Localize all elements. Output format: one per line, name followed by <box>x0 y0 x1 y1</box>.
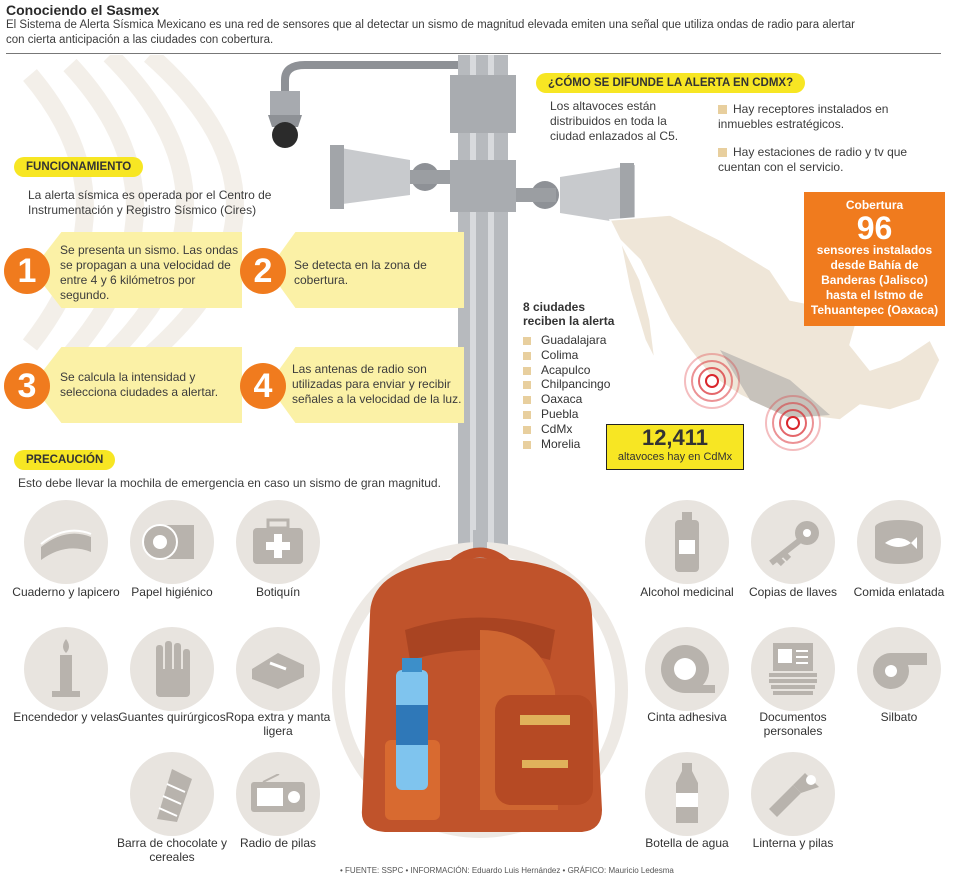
radio-waves-decoration <box>22 55 244 355</box>
bullet-square-icon <box>718 105 727 115</box>
item-label: Copias de llaves <box>748 585 838 599</box>
step-1-number: 1 <box>4 248 50 294</box>
cobertura-label: Cobertura <box>845 198 904 212</box>
item-label: Cuaderno y lapicero <box>12 585 120 599</box>
intro-text: El Sistema de Alerta Sísmica Mexicano es… <box>6 19 855 46</box>
difusion-bullet-1: Hay receptores instalados en inmuebles e… <box>718 102 889 131</box>
item-label: Guantes quirúrgicos <box>118 710 226 724</box>
difusion-main-text: Los altavoces están distribuidos en toda… <box>550 99 679 143</box>
step-2-number: 2 <box>240 248 286 294</box>
key-icon <box>751 500 835 584</box>
item-label: Ropa extra y manta ligera <box>225 710 331 738</box>
difusion-bullet-2: Hay estaciones de radio y tv que cuentan… <box>718 145 908 174</box>
first-aid-kit-icon <box>236 500 320 584</box>
step-3-text: Se calcula la intensidad y selecciona ci… <box>60 370 219 399</box>
cobertura-box: Cobertura 96 sensores instalados desde B… <box>804 192 945 326</box>
canned-food-icon <box>857 500 941 584</box>
flashlight-icon <box>751 752 835 836</box>
item-label: Barra de chocolate y cereales <box>116 836 228 864</box>
candle-icon <box>24 627 108 711</box>
chocolate-bar-icon <box>130 752 214 836</box>
radio-icon <box>236 752 320 836</box>
city-item: Morelia <box>523 437 610 452</box>
speaker-right-icon <box>516 163 635 227</box>
footer-credits: • FUENTE: SSPC • INFORMACIÓN: Eduardo Lu… <box>340 866 674 875</box>
item-label: Botella de agua <box>645 836 729 850</box>
speaker-left-icon <box>330 145 450 209</box>
altavoces-box: 12,411 altavoces hay en CdMx <box>606 424 744 470</box>
item-label: Documentos personales <box>759 710 827 738</box>
header-divider <box>6 53 941 54</box>
clothes-icon <box>236 627 320 711</box>
toilet-paper-icon <box>130 500 214 584</box>
whistle-icon <box>857 627 941 711</box>
water-bottle-in-backpack-icon <box>396 658 428 790</box>
alert-ring-south <box>765 395 821 451</box>
item-label: Alcohol medicinal <box>640 585 734 599</box>
item-label: Papel higiénico <box>131 585 213 599</box>
funcionamiento-description: La alerta sísmica es operada por el Cent… <box>28 188 272 217</box>
city-item: CdMx <box>523 422 610 437</box>
item-label: Linterna y pilas <box>752 836 834 850</box>
alert-pole-illustration <box>268 55 635 615</box>
step-1-text: Se presenta un sismo. Las ondas se propa… <box>60 243 239 302</box>
altavoces-number: 12,411 <box>641 425 709 450</box>
city-item: Acapulco <box>523 363 610 378</box>
tape-icon <box>645 627 729 711</box>
step-4-text: Las antenas de radio son utilizadas para… <box>292 362 462 406</box>
coverage-zone <box>720 350 830 418</box>
documents-icon <box>751 627 835 711</box>
city-item: Guadalajara <box>523 333 610 348</box>
item-label: Radio de pilas <box>239 836 317 850</box>
step-3-number: 3 <box>4 363 50 409</box>
ciudades-list: Guadalajara Colima Acapulco Chilpancingo… <box>523 333 610 451</box>
item-label: Silbato <box>880 710 918 724</box>
item-label: Cinta adhesiva <box>647 710 727 724</box>
city-item: Puebla <box>523 407 610 422</box>
city-item: Oaxaca <box>523 392 610 407</box>
alcohol-bottle-icon <box>645 500 729 584</box>
step-3-box <box>32 347 242 423</box>
funcionamiento-label: FUNCIONAMIENTO <box>14 157 144 177</box>
city-item: Colima <box>523 348 610 363</box>
step-2-text: Se detecta en la zona de cobertura. <box>294 258 427 287</box>
difusion-label: ¿CÓMO SE DIFUNDE LA ALERTA EN CDMX? <box>536 73 806 93</box>
glove-icon <box>130 627 214 711</box>
cobertura-text: sensores instalados desde Bahía de Bande… <box>810 243 939 317</box>
cobertura-number: 96 <box>856 210 893 246</box>
notebook-icon <box>24 500 108 584</box>
item-label: Comida enlatada <box>853 585 945 599</box>
alert-ring-west <box>684 353 740 409</box>
step-2-box <box>268 232 464 308</box>
infographic-title: Conociendo el Sasmex <box>6 2 160 18</box>
camera-icon <box>268 91 302 148</box>
item-label: Encendedor y velas <box>13 710 119 724</box>
mexico-map <box>608 214 941 451</box>
water-bottle-icon <box>645 752 729 836</box>
step-1-box <box>32 232 242 308</box>
ciudades-title: 8 ciudades reciben la alerta <box>523 300 615 328</box>
precaucion-label: PRECAUCIÓN <box>14 450 116 470</box>
item-label: Botiquín <box>255 585 301 599</box>
bullet-square-icon <box>718 148 727 158</box>
precaucion-text: Esto debe llevar la mochila de emergenci… <box>18 476 441 490</box>
step-4-number: 4 <box>240 363 286 409</box>
step-4-box <box>268 347 464 423</box>
backpack-illustration <box>332 530 628 838</box>
city-item: Chilpancingo <box>523 377 610 392</box>
altavoces-text: altavoces hay en CdMx <box>617 451 733 463</box>
